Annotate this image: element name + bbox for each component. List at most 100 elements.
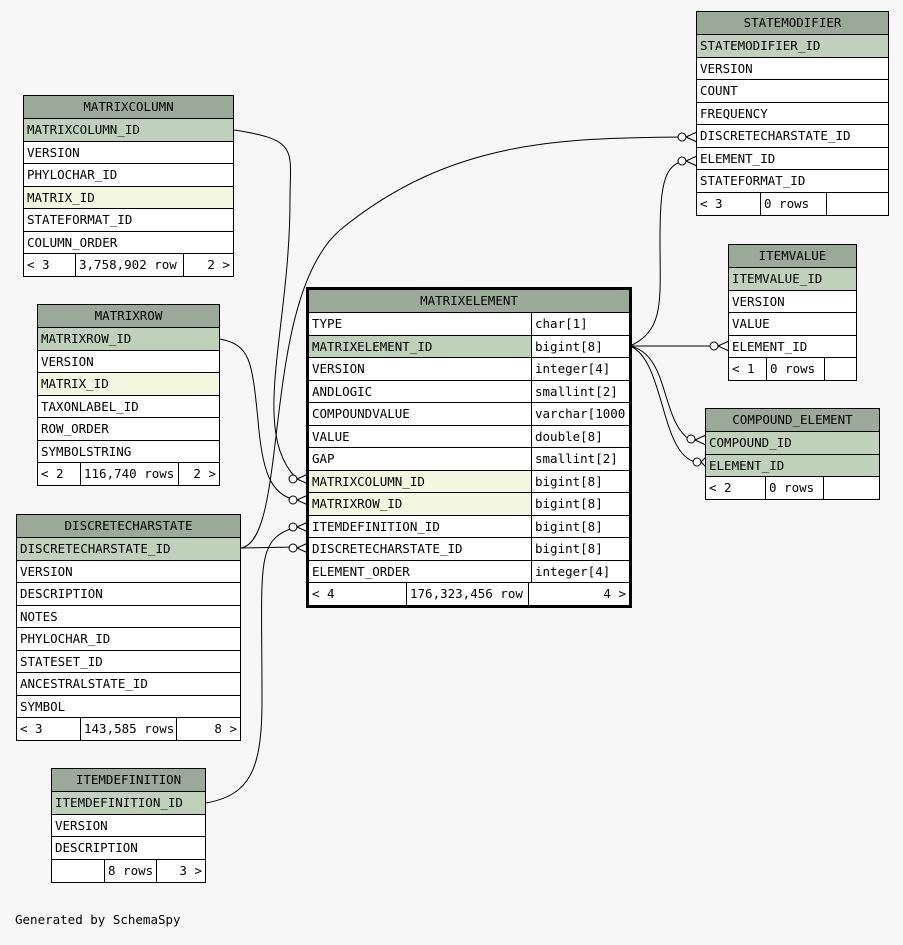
column-row: VERSION: [38, 351, 219, 373]
table-footer: < 1 0 rows: [729, 358, 856, 380]
children-link[interactable]: 2 >: [193, 466, 216, 481]
row-count: 176,323,456 row: [407, 583, 529, 605]
table-footer: < 4 176,323,456 row 4 >: [309, 583, 629, 605]
column-row: ITEMVALUE_ID: [729, 268, 856, 291]
table-footer: < 3 3,758,902 row 2 >: [24, 254, 233, 276]
table-matrixrow[interactable]: MATRIXROW MATRIXROW_ID VERSION MATRIX_ID…: [37, 304, 220, 486]
children-link[interactable]: [824, 477, 879, 499]
children-link[interactable]: 8 >: [214, 721, 237, 736]
table-title: ITEMDEFINITION: [52, 769, 205, 792]
column-row: PHYLOCHAR_ID: [17, 628, 240, 651]
column-row: ANCESTRALSTATE_ID: [17, 673, 240, 696]
table-footer: < 2 116,740 rows 2 >: [38, 463, 219, 485]
table-itemdefinition[interactable]: ITEMDEFINITION ITEMDEFINITION_ID VERSION…: [51, 768, 206, 883]
table-matrixcolumn[interactable]: MATRIXCOLUMN MATRIXCOLUMN_ID VERSION PHY…: [23, 95, 234, 277]
row-count: 0 rows: [766, 477, 824, 499]
row-count: 143,585 rows: [81, 718, 177, 740]
table-footer: < 3 0 rows: [697, 192, 888, 215]
column-row: TAXONLABEL_ID: [38, 396, 219, 418]
row-count: 116,740 rows: [81, 463, 179, 485]
children-link[interactable]: 3 >: [179, 862, 202, 878]
column-row: MATRIXROW_ID: [38, 328, 219, 351]
column-row: DISCRETECHARSTATE_ID: [697, 125, 888, 148]
parents-link[interactable]: [52, 859, 105, 882]
column-row: STATEMODIFIER_ID: [697, 35, 888, 58]
children-link[interactable]: 2 >: [207, 257, 230, 272]
table-title: DISCRETECHARSTATE: [17, 515, 240, 538]
edge-discretecharstate-statemodifier: [240, 136, 687, 549]
column-row: DISCRETECHARSTATE_ID: [17, 538, 240, 561]
column-row: VERSION: [729, 291, 856, 313]
column-row: ELEMENT_ID: [729, 336, 856, 358]
table-footer: < 2 0 rows: [706, 477, 879, 499]
table-footer: 8 rows 3 >: [52, 859, 205, 882]
parents-link[interactable]: < 3: [697, 192, 761, 215]
row-count: 0 rows: [767, 358, 825, 380]
column-row: ELEMENT_ID: [706, 454, 879, 477]
table-compound-element[interactable]: COMPOUND_ELEMENT COMPOUND_ID ELEMENT_ID …: [705, 408, 880, 500]
parents-link[interactable]: < 1: [729, 358, 767, 380]
column-row: COLUMN_ORDER: [24, 232, 233, 254]
table-statemodifier[interactable]: STATEMODIFIER STATEMODIFIER_ID VERSION C…: [696, 11, 889, 216]
parents-link[interactable]: < 4: [309, 583, 407, 605]
column-row: VERSION: [52, 815, 205, 837]
edge-compound-element: [629, 345, 697, 463]
children-link[interactable]: [827, 193, 888, 215]
children-link[interactable]: [825, 358, 856, 380]
column-row: ROW_ORDER: [38, 418, 219, 441]
column-row: MATRIXCOLUMN_ID: [24, 119, 233, 142]
column-row: STATESET_ID: [17, 651, 240, 673]
table-title: MATRIXROW: [38, 305, 219, 328]
table-title: STATEMODIFIER: [697, 12, 888, 35]
column-row: SYMBOL: [17, 696, 240, 718]
row-count: 0 rows: [761, 192, 827, 215]
table-footer: < 3 143,585 rows 8 >: [17, 718, 240, 740]
column-row: NOTES: [17, 606, 240, 628]
table-title: MATRIXELEMENT: [309, 290, 629, 313]
column-row: ITEMDEFINITION_ID: [52, 792, 205, 815]
parents-link[interactable]: < 2: [706, 477, 766, 499]
parents-link[interactable]: < 2: [38, 463, 81, 485]
generated-by-label: Generated by SchemaSpy: [15, 912, 181, 927]
row-count: 3,758,902 row: [76, 254, 184, 276]
edge-matrixcolumn: [233, 129, 297, 479]
table-discretecharstate[interactable]: DISCRETECHARSTATE DISCRETECHARSTATE_ID V…: [16, 514, 241, 741]
edge-compound-id: [629, 345, 691, 441]
column-row: ELEMENT_ID: [697, 148, 888, 170]
table-title: COMPOUND_ELEMENT: [706, 409, 879, 432]
parents-link[interactable]: < 3: [24, 254, 76, 276]
column-row: VERSION: [17, 561, 240, 583]
column-row: STATEFORMAT_ID: [24, 209, 233, 232]
row-count: 8 rows: [105, 859, 157, 882]
column-row: MATRIX_ID: [38, 373, 219, 396]
column-row: VALUE: [729, 313, 856, 336]
edge-matrixrow: [219, 338, 297, 501]
column-row: SYMBOLSTRING: [38, 441, 219, 463]
column-row: PHYLOCHAR_ID: [24, 164, 233, 187]
table-title: ITEMVALUE: [729, 245, 856, 268]
column-row: COMPOUND_ID: [706, 432, 879, 455]
column-row: DESCRIPTION: [17, 583, 240, 606]
column-row: FREQUENCY: [697, 103, 888, 125]
children-link[interactable]: 4 >: [603, 586, 626, 601]
column-row: STATEFORMAT_ID: [697, 170, 888, 193]
parents-link[interactable]: < 3: [17, 718, 81, 740]
table-title: MATRIXCOLUMN: [24, 96, 233, 119]
edge-discretecharstate: [240, 546, 297, 549]
edge-itemdefinition: [205, 526, 297, 804]
table-itemvalue[interactable]: ITEMVALUE ITEMVALUE_ID VERSION VALUE ELE…: [728, 244, 857, 381]
